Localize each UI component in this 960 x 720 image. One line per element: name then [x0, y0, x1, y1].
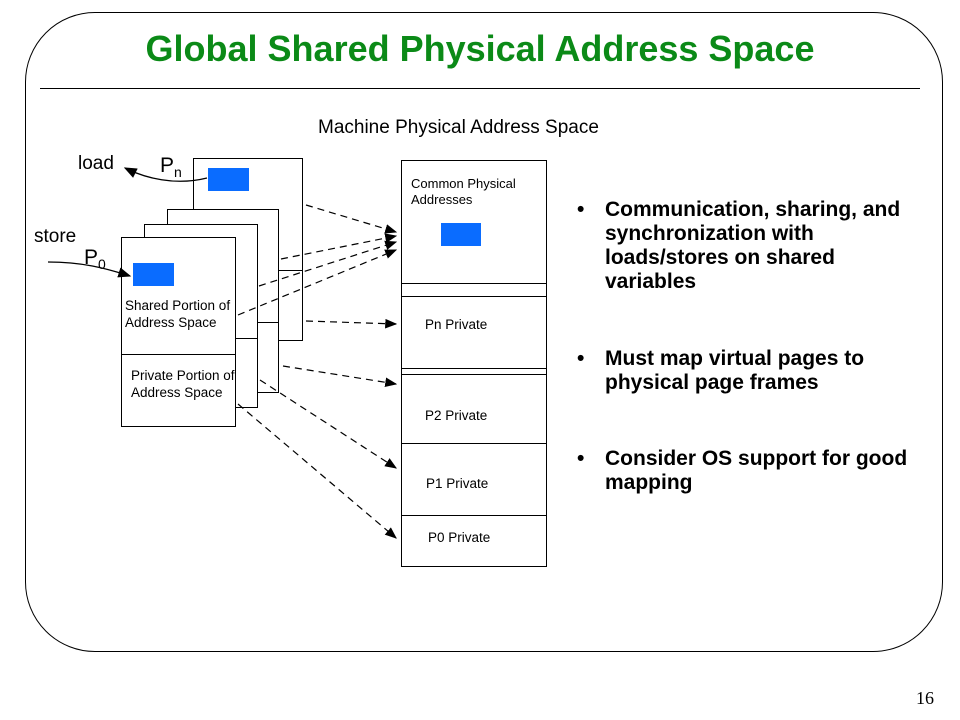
- store-label: store: [34, 226, 77, 247]
- region-divider-1: [401, 283, 547, 284]
- common-page-block: [441, 223, 481, 246]
- region-pn-private: Pn Private: [425, 317, 488, 332]
- p0-shared-page-block: [133, 263, 174, 286]
- page-number: 16: [916, 688, 934, 708]
- map-arrow-p2-shared: [280, 233, 398, 260]
- bullet-map-virtual-pages: Must map virtual pages to physical page …: [575, 347, 920, 395]
- shared-portion-label: Shared Portion of Address Space: [125, 298, 231, 330]
- map-arrow-p1-shared: [258, 240, 398, 287]
- machine-space-label: Machine Physical Address Space: [318, 117, 599, 138]
- load-arrow: [123, 167, 208, 182]
- store-arrow: [47, 261, 132, 278]
- pn-label-base: P: [160, 154, 175, 177]
- bullet-communication: Communication, sharing, and synchronizat…: [575, 198, 920, 295]
- region-divider-5: [401, 443, 547, 444]
- region-p2-private: P2 Private: [425, 408, 488, 423]
- p0-label-base: P: [84, 246, 99, 269]
- address-space-p0: [121, 237, 236, 427]
- bullet-os-support: Consider OS support for good mapping: [575, 447, 920, 495]
- p0-label: P0: [84, 247, 106, 271]
- bullet-list: Communication, sharing, and synchronizat…: [575, 198, 920, 495]
- map-arrow-p2-private: [282, 365, 398, 388]
- pn-label: Pn: [160, 155, 182, 179]
- map-arrow-pn-shared: [305, 204, 398, 234]
- region-divider-6: [401, 515, 547, 516]
- slide-frame: [25, 12, 943, 652]
- region-divider-3: [401, 368, 547, 369]
- p0-label-sub: 0: [98, 256, 106, 273]
- slide-title: Global Shared Physical Address Space: [145, 28, 815, 69]
- p0-shared-private-divider: [121, 354, 236, 355]
- common-physical-label: Common Physical Addresses: [411, 176, 516, 208]
- private-portion-label: Private Portion of Address Space: [131, 368, 235, 400]
- map-arrow-pn-private: [305, 318, 398, 329]
- region-p1-private: P1 Private: [426, 476, 489, 491]
- region-p0-private: P0 Private: [428, 530, 491, 545]
- map-arrow-p1-private: [259, 379, 398, 469]
- region-divider-4: [401, 374, 547, 375]
- region-divider-2: [401, 296, 547, 297]
- pn-label-sub: n: [174, 164, 182, 181]
- map-arrow-p0-private: [237, 403, 397, 539]
- load-label: load: [78, 153, 114, 174]
- map-arrow-p0-shared: [237, 249, 398, 316]
- pn-shared-page-block: [208, 168, 249, 191]
- title-divider: [40, 88, 920, 89]
